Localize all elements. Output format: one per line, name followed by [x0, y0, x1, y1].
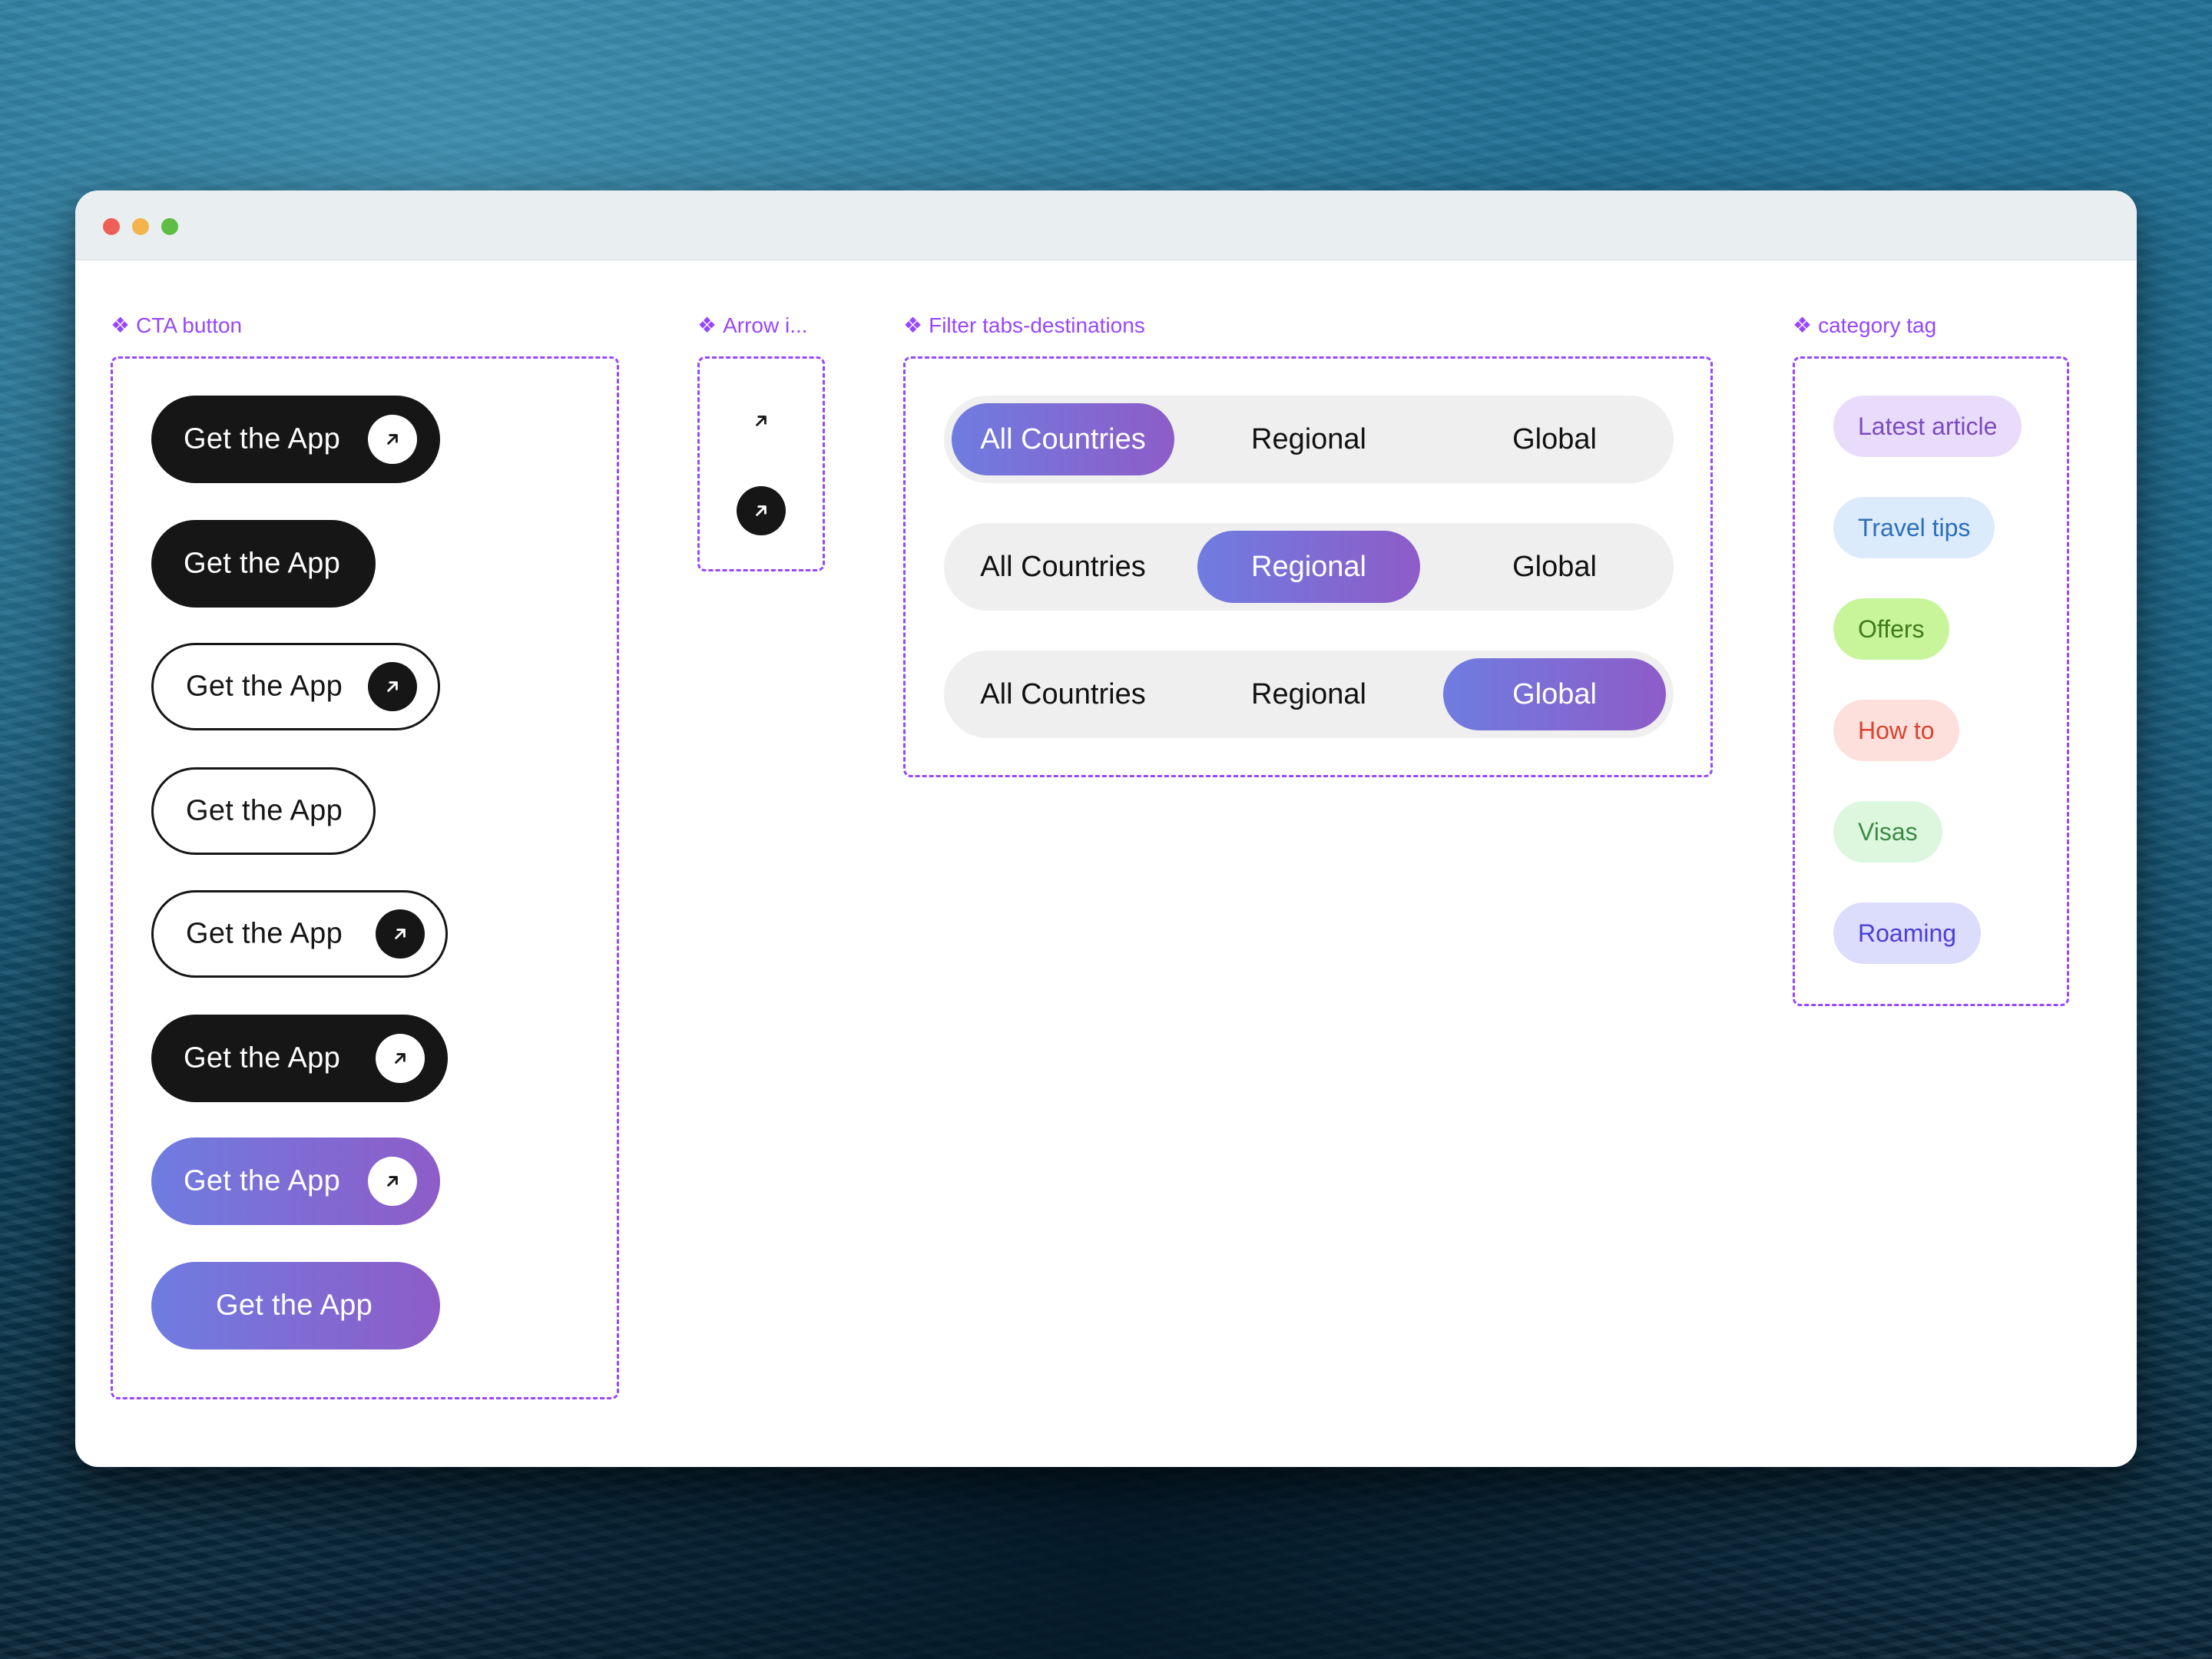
filter-tab-group: All Countries Regional Global	[944, 523, 1674, 611]
tab-all-countries[interactable]: All Countries	[980, 550, 1146, 583]
arrow-up-right-icon	[395, 929, 406, 939]
button-label: Get the App	[184, 547, 341, 580]
category-tag-offers[interactable]: Offers	[1833, 598, 1949, 660]
category-tag-roaming[interactable]: Roaming	[1833, 902, 1982, 964]
get-the-app-button[interactable]: Get the App	[151, 1262, 440, 1349]
cta-frame-label[interactable]: ❖ CTA button	[111, 313, 242, 338]
arrow-circle-icon	[376, 1034, 425, 1083]
get-the-app-button[interactable]: Get the App	[151, 396, 440, 483]
button-label: Get the App	[184, 1041, 341, 1075]
get-the-app-button[interactable]: Get the App	[151, 1137, 440, 1225]
get-the-app-button[interactable]: Get the App	[151, 767, 376, 855]
arrow-circle-icon	[368, 662, 417, 711]
zoom-window-button[interactable]	[161, 218, 178, 235]
arrow-circle-icon	[368, 1157, 417, 1206]
category-tag-how-to[interactable]: How to	[1833, 700, 1959, 761]
arrow-circle-icon[interactable]	[737, 486, 786, 535]
button-label: Get the App	[184, 1164, 341, 1197]
filter-frame-label[interactable]: ❖ Filter tabs-destinations	[903, 313, 1145, 338]
minimize-window-button[interactable]	[132, 218, 149, 235]
arrow-up-right-icon	[387, 434, 398, 445]
tab-global[interactable]: Global	[1443, 658, 1666, 730]
arrow-up-right-icon[interactable]	[751, 411, 771, 431]
get-the-app-button[interactable]: Get the App	[151, 520, 376, 608]
button-label: Get the App	[186, 670, 343, 703]
tab-global[interactable]: Global	[1512, 550, 1597, 583]
filter-frame-title: Filter tabs-destinations	[929, 313, 1145, 337]
filter-tab-group: All Countries Regional Global	[944, 651, 1674, 738]
component-icon: ❖	[903, 313, 923, 337]
get-the-app-button[interactable]: Get the App	[151, 1015, 448, 1102]
button-label: Get the App	[216, 1289, 373, 1322]
category-frame-title: category tag	[1818, 313, 1937, 337]
arrow-up-right-icon	[387, 1176, 398, 1187]
tab-global[interactable]: Global	[1512, 422, 1597, 455]
tab-regional[interactable]: Regional	[1197, 531, 1420, 603]
filter-tab-group: All Countries Regional Global	[944, 396, 1674, 483]
button-label: Get the App	[186, 917, 343, 950]
arrow-up-right-icon	[756, 505, 767, 516]
category-frame-label[interactable]: ❖ category tag	[1793, 313, 1936, 338]
arrow-circle-icon	[376, 909, 425, 959]
arrow-frame-label[interactable]: ❖ Arrow i...	[697, 313, 808, 338]
get-the-app-button[interactable]: Get the App	[151, 643, 440, 730]
component-icon: ❖	[111, 313, 131, 337]
tab-regional[interactable]: Regional	[1251, 677, 1366, 710]
close-window-button[interactable]	[103, 218, 120, 235]
arrow-up-right-icon	[395, 1053, 406, 1064]
button-label: Get the App	[186, 794, 343, 827]
cta-frame-title: CTA button	[136, 313, 243, 337]
get-the-app-button[interactable]: Get the App	[151, 890, 448, 978]
arrow-frame-title: Arrow i...	[723, 313, 808, 337]
arrow-icon-frame	[697, 356, 825, 571]
category-tag-visas[interactable]: Visas	[1833, 801, 1942, 863]
component-icon: ❖	[697, 313, 717, 337]
tab-all-countries[interactable]: All Countries	[952, 403, 1174, 475]
arrow-up-right-icon	[387, 681, 398, 692]
button-label: Get the App	[184, 422, 341, 455]
category-tag-latest-article[interactable]: Latest article	[1833, 396, 2022, 457]
category-tag-travel-tips[interactable]: Travel tips	[1833, 497, 1995, 558]
title-bar	[75, 190, 2137, 260]
tab-all-countries[interactable]: All Countries	[980, 677, 1146, 710]
arrow-circle-icon	[368, 415, 417, 464]
tab-regional[interactable]: Regional	[1251, 422, 1366, 455]
component-icon: ❖	[1793, 313, 1813, 337]
